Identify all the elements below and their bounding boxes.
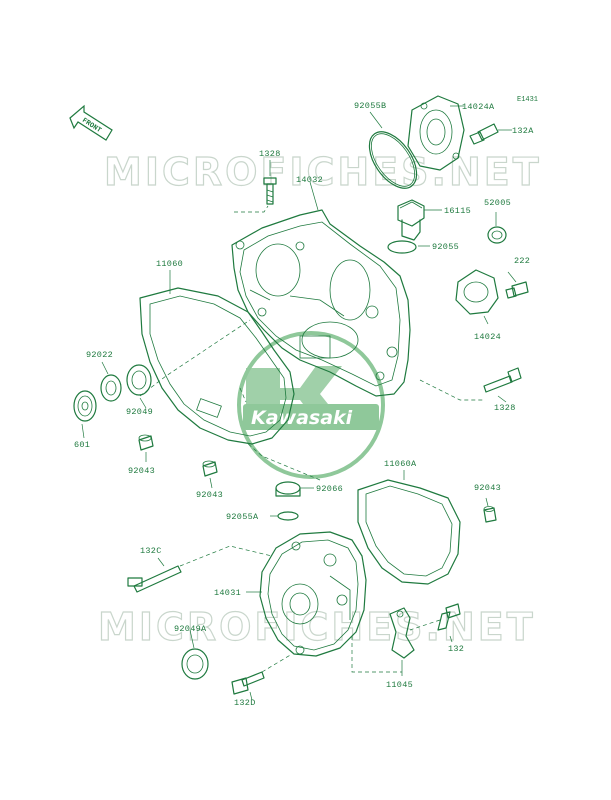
diagram-code: E1431 — [517, 96, 538, 104]
oil-seal-92049 — [126, 364, 152, 396]
cover-14031 — [259, 531, 367, 657]
bolt-132c — [127, 565, 182, 593]
label-92043-a: 92043 — [128, 466, 155, 476]
label-14031: 14031 — [214, 588, 241, 598]
label-16115: 16115 — [444, 206, 471, 216]
label-11060: 11060 — [156, 259, 183, 269]
kawasaki-logo: Kawasaki — [237, 331, 385, 479]
o-ring-92055a — [277, 511, 299, 521]
label-132a: 132A — [512, 126, 534, 136]
leader-lines — [81, 105, 517, 701]
bolt-132d — [231, 671, 265, 695]
bolt-1328-right — [483, 367, 522, 393]
bolt-222 — [505, 281, 529, 299]
label-92043-b: 92043 — [196, 490, 223, 500]
label-1328-top: 1328 — [259, 149, 281, 159]
label-132c: 132C — [140, 546, 162, 556]
label-14024a: 14024A — [462, 102, 495, 112]
oil-seal-92049a — [181, 648, 209, 680]
label-92055b: 92055B — [354, 101, 386, 111]
label-92055a: 92055A — [226, 512, 259, 522]
o-ring-92055 — [387, 240, 417, 254]
label-601: 601 — [74, 440, 90, 450]
o-ring-92055b — [368, 131, 418, 189]
dowel-pin-92043-c — [483, 506, 497, 523]
logo-text: Kawasaki — [251, 407, 353, 429]
oil-seal-92022 — [100, 374, 122, 402]
dowel-pin-92043-a — [138, 434, 154, 451]
label-132d: 132D — [234, 698, 256, 708]
bolt-132 — [437, 603, 461, 631]
clamp-11045 — [389, 607, 415, 659]
bearing-601 — [73, 390, 97, 422]
label-11045: 11045 — [386, 680, 413, 690]
dowel-pin-92043-b — [202, 460, 218, 477]
label-92022: 92022 — [86, 350, 113, 360]
seal-52005 — [487, 226, 507, 244]
part-labels: 92055B 14024A 132A 1328 14032 16115 5200… — [74, 101, 534, 708]
watermark-bottom: MICROFICHES.NET — [98, 605, 536, 649]
label-11060a: 11060A — [384, 459, 417, 469]
bolt-1328-top — [263, 177, 277, 205]
plug-92066 — [275, 481, 301, 497]
label-92066: 92066 — [316, 484, 343, 494]
label-1328-right: 1328 — [494, 403, 516, 413]
plug-16115 — [397, 199, 425, 241]
front-arrow-icon: FRONT — [69, 104, 113, 141]
clutch-cover-14032 — [231, 209, 411, 397]
bolt-132a — [469, 123, 499, 145]
label-92043-c: 92043 — [474, 483, 501, 493]
gasket-11060 — [139, 287, 295, 445]
label-92049a: 92049A — [174, 624, 207, 634]
label-92055: 92055 — [432, 242, 459, 252]
gasket-11060a — [357, 479, 461, 585]
cap-14024a — [407, 95, 465, 171]
label-222: 222 — [514, 256, 530, 266]
label-92049: 92049 — [126, 407, 153, 417]
label-132: 132 — [448, 644, 464, 654]
label-14024: 14024 — [474, 332, 501, 342]
watermark-top: MICROFICHES.NET — [104, 150, 542, 194]
cap-14024 — [455, 269, 499, 315]
label-52005: 52005 — [484, 198, 511, 208]
label-14032: 14032 — [296, 175, 323, 185]
